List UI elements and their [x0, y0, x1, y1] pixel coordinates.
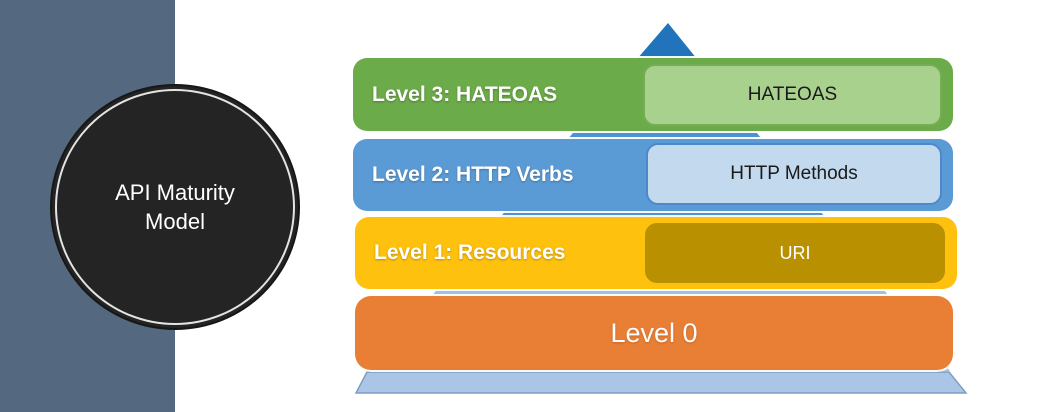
level-3-tag-box: HATEOAS — [643, 64, 942, 126]
level-2-tag-box: HTTP Methods — [646, 143, 942, 205]
title-badge-circle: API Maturity Model — [50, 84, 300, 330]
level-1-label: Level 1: Resources — [374, 241, 566, 264]
level-3-bar: Level 3: HATEOAS HATEOAS — [353, 58, 953, 131]
level-0-label: Level 0 — [610, 317, 698, 348]
level-0-bar: Level 0 — [355, 296, 953, 370]
pyramid-peak-triangle — [637, 23, 697, 59]
pyramid-base-trapezoid — [354, 371, 968, 394]
level-3-tag-label: HATEOAS — [747, 84, 838, 105]
diagram-title: API Maturity Model — [115, 179, 235, 234]
level-2-label: Level 2: HTTP Verbs — [372, 163, 574, 186]
level-1-tag-box: URI — [645, 223, 945, 283]
level-2-tag-label: HTTP Methods — [730, 163, 858, 184]
level-1-tag-label: URI — [779, 242, 811, 263]
level-3-label: Level 3: HATEOAS — [372, 82, 558, 106]
level-2-bar: Level 2: HTTP Verbs HTTP Methods — [353, 139, 953, 211]
level-1-bar: Level 1: Resources URI — [355, 217, 957, 289]
